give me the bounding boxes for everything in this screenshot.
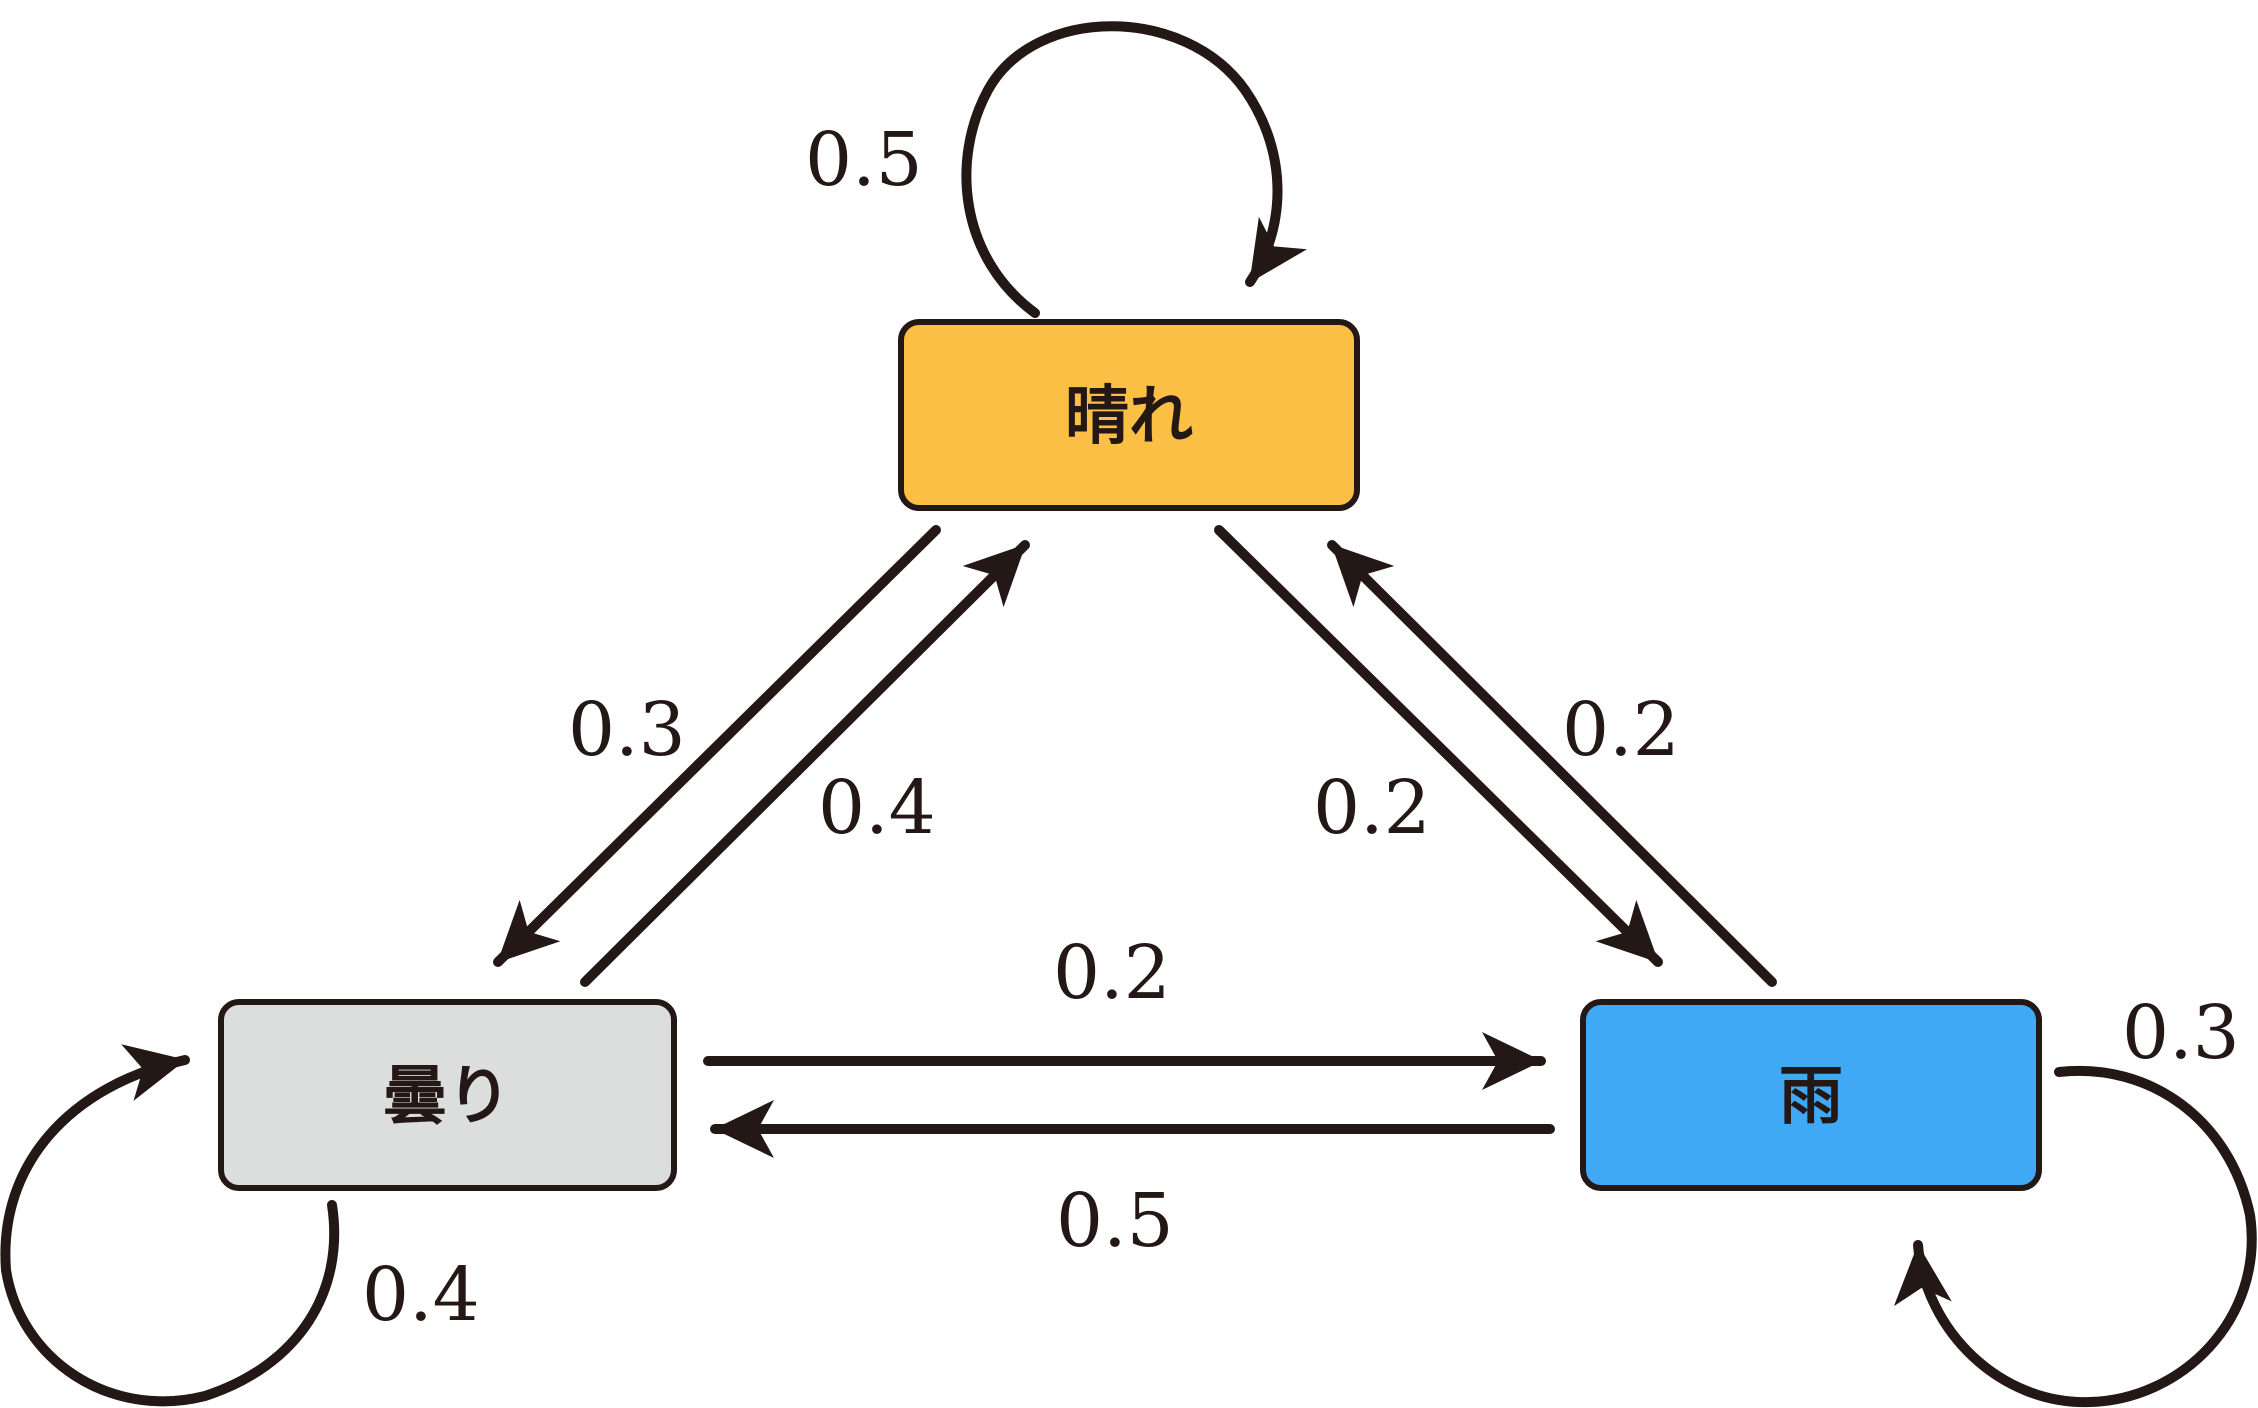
edge-sunny-rainy (1214, 525, 1663, 967)
prob-label-cloudy-cloudy: 0.4 (362, 1252, 480, 1338)
state-label-sunny: 晴れ (1065, 380, 1193, 454)
state-label-rainy: 雨 (1779, 1060, 1843, 1134)
prob-label-rainy-rainy: 0.3 (2122, 990, 2240, 1076)
edge-rainy-sunny (1327, 540, 1777, 987)
state-node-cloudy: 曇り (218, 999, 677, 1191)
prob-label-sunny-sunny: 0.5 (805, 117, 923, 203)
prob-label-rainy-cloudy: 0.5 (1056, 1178, 1174, 1264)
prob-label-sunny-cloudy: 0.3 (568, 687, 686, 773)
prob-label-sunny-rainy: 0.2 (1313, 765, 1431, 851)
state-box-cloudy (218, 999, 677, 1191)
edge-sunny-cloudy (493, 525, 941, 967)
state-box-sunny (898, 319, 1360, 511)
edge-cloudy-cloudy (0, 1044, 340, 1407)
edge-sunny-sunny (961, 21, 1307, 318)
prob-label-cloudy-rainy: 0.2 (1053, 930, 1171, 1016)
state-box-rainy (1580, 999, 2042, 1191)
state-label-cloudy: 曇り (383, 1060, 511, 1134)
edge-rainy-rainy (1893, 1065, 2257, 1408)
state-node-rainy: 雨 (1580, 999, 2042, 1191)
prob-label-rainy-sunny: 0.2 (1562, 687, 1680, 773)
state-node-sunny: 晴れ (898, 319, 1360, 511)
prob-label-cloudy-sunny: 0.4 (818, 765, 936, 851)
edge-cloudy-sunny (580, 540, 1030, 987)
